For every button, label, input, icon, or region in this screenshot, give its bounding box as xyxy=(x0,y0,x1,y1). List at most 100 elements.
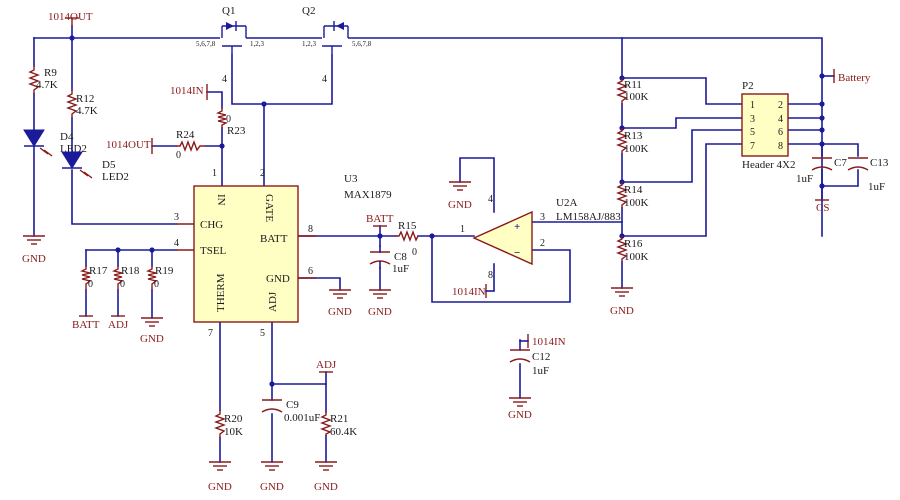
svg-text:5: 5 xyxy=(260,328,265,339)
svg-text:8: 8 xyxy=(488,270,493,281)
svg-text:C8: C8 xyxy=(394,251,407,263)
resistor-r9: R9 4.7K xyxy=(28,66,58,94)
svg-text:1014IN: 1014IN xyxy=(170,85,204,97)
svg-text:GND: GND xyxy=(22,253,46,265)
svg-text:R9: R9 xyxy=(44,67,57,79)
svg-text:2: 2 xyxy=(778,100,783,111)
svg-text:U3: U3 xyxy=(344,173,358,185)
net-battery: Battery xyxy=(833,69,871,84)
svg-text:3: 3 xyxy=(750,114,755,125)
resistor-r19: R19 0 xyxy=(145,265,174,290)
resistor-r20: R20 10K xyxy=(214,410,243,438)
svg-text:GND: GND xyxy=(140,333,164,345)
svg-text:D5: D5 xyxy=(102,159,116,171)
svg-text:GND: GND xyxy=(448,199,472,211)
svg-text:−: − xyxy=(514,247,520,259)
svg-text:GND: GND xyxy=(508,409,532,421)
svg-text:P2: P2 xyxy=(742,80,754,92)
svg-text:7: 7 xyxy=(208,328,213,339)
net-1014in-c12: 1014IN xyxy=(519,334,566,348)
net-1014out-r24: 1014OUT xyxy=(106,138,153,154)
svg-text:5: 5 xyxy=(750,127,755,138)
resistor-r21: R21 60.4K xyxy=(320,412,357,438)
resistor-r14: R14 100K xyxy=(616,182,649,209)
svg-text:0: 0 xyxy=(154,279,159,290)
svg-text:4.7K: 4.7K xyxy=(76,105,98,117)
net-cs: CS xyxy=(815,199,829,214)
svg-text:100K: 100K xyxy=(624,251,649,263)
svg-text:R23: R23 xyxy=(227,125,246,137)
svg-text:ADJ: ADJ xyxy=(316,359,337,371)
svg-text:GND: GND xyxy=(328,306,352,318)
svg-text:60.4K: 60.4K xyxy=(330,426,357,438)
svg-text:C9: C9 xyxy=(286,399,299,411)
capacitor-c7: C7 1uF xyxy=(796,157,847,185)
svg-text:Q2: Q2 xyxy=(302,5,315,17)
svg-text:+: + xyxy=(514,221,520,233)
capacitor-c8: C8 1uF xyxy=(369,245,409,275)
svg-text:1: 1 xyxy=(460,224,465,235)
resistor-r18: R18 0 xyxy=(111,265,140,290)
gnd-r21: GND xyxy=(314,461,338,493)
svg-text:THERM: THERM xyxy=(215,273,227,312)
svg-text:GND: GND xyxy=(266,273,290,285)
svg-text:4: 4 xyxy=(322,74,327,85)
svg-text:1uF: 1uF xyxy=(392,263,409,275)
net-batt-r17: BATT xyxy=(72,315,100,331)
ic-u3: 3 4 1 2 8 6 7 5 CHG TSEL BATT GND IN GAT… xyxy=(174,168,392,339)
svg-text:10K: 10K xyxy=(224,426,243,438)
svg-text:0: 0 xyxy=(176,150,181,161)
resistor-r13: R13 100K xyxy=(616,128,649,155)
gnd-u3-pin6: GND xyxy=(328,289,352,318)
svg-text:4: 4 xyxy=(222,74,227,85)
svg-text:Battery: Battery xyxy=(838,72,871,84)
net-1014out-top: 1014OUT xyxy=(48,11,93,27)
svg-text:2: 2 xyxy=(260,168,265,179)
svg-text:CHG: CHG xyxy=(200,219,223,231)
capacitor-c9: C9 0.001uF xyxy=(261,399,320,424)
svg-text:IN: IN xyxy=(215,194,227,206)
svg-text:6: 6 xyxy=(778,127,783,138)
svg-text:1uF: 1uF xyxy=(532,365,549,377)
svg-text:1014OUT: 1014OUT xyxy=(48,11,93,23)
capacitor-c12: C12 1uF xyxy=(509,349,550,377)
svg-text:1014OUT: 1014OUT xyxy=(106,139,151,151)
svg-text:R12: R12 xyxy=(76,93,94,105)
svg-text:100K: 100K xyxy=(624,197,649,209)
svg-text:100K: 100K xyxy=(624,91,649,103)
svg-text:R15: R15 xyxy=(398,220,417,232)
svg-text:0: 0 xyxy=(412,247,417,258)
svg-text:LED2: LED2 xyxy=(102,171,129,183)
svg-text:8: 8 xyxy=(778,141,783,152)
svg-text:LM158AJ/883: LM158AJ/883 xyxy=(556,211,621,223)
svg-text:7: 7 xyxy=(750,141,755,152)
svg-text:8: 8 xyxy=(308,224,313,235)
gnd-r16: GND xyxy=(610,287,634,317)
svg-text:1: 1 xyxy=(750,100,755,111)
svg-text:2: 2 xyxy=(540,238,545,249)
svg-text:C12: C12 xyxy=(532,351,550,363)
resistor-r15: R15 0 xyxy=(396,220,419,258)
net-1014in-r23: 1014IN xyxy=(170,84,208,100)
resistor-r24: R24 0 xyxy=(176,129,206,161)
led-d5: D5 LED2 xyxy=(61,151,129,183)
svg-text:R24: R24 xyxy=(176,129,195,141)
svg-text:4: 4 xyxy=(174,238,179,249)
resistor-r16: R16 100K xyxy=(616,236,649,263)
gnd-c9: GND xyxy=(260,461,284,493)
svg-text:ADJ: ADJ xyxy=(108,319,129,331)
gnd-c12: GND xyxy=(508,397,532,421)
svg-text:R14: R14 xyxy=(624,184,643,196)
svg-text:R17: R17 xyxy=(89,265,108,277)
svg-text:1014IN: 1014IN xyxy=(452,286,486,298)
wires xyxy=(33,25,859,463)
mosfet-q1: 5,6,7,8 1,2,3 4 Q1 xyxy=(196,5,276,85)
svg-text:0: 0 xyxy=(226,114,231,125)
svg-text:BATT: BATT xyxy=(72,319,100,331)
svg-text:3: 3 xyxy=(540,212,545,223)
svg-text:4.7K: 4.7K xyxy=(36,79,58,91)
net-adj-r21: ADJ xyxy=(316,359,337,373)
capacitor-c13: C13 1uF xyxy=(847,157,889,193)
svg-text:5,6,7,8: 5,6,7,8 xyxy=(196,40,216,48)
svg-text:BATT: BATT xyxy=(260,233,288,245)
